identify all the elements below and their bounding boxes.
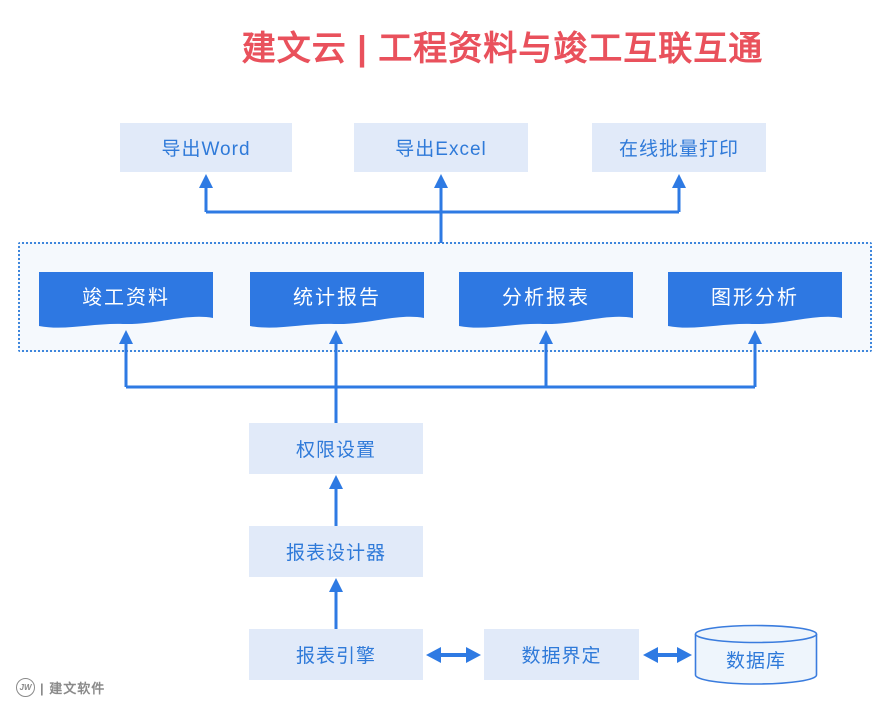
database-cylinder: 数据库	[694, 624, 818, 686]
banner-graphic-analysis: 图形分析	[668, 272, 842, 330]
completion-docs-label: 竣工资料	[82, 286, 170, 309]
graphic-analysis-label: 图形分析	[711, 286, 799, 309]
database-icon	[694, 624, 818, 685]
batch-print-label: 在线批量打印	[618, 139, 739, 160]
diagram-title: 建文云 | 工程资料与竣工互联互通	[241, 30, 764, 68]
node-report-designer: 报表设计器	[249, 526, 423, 577]
export-word-label: 导出Word	[161, 139, 251, 160]
brand-label: | 建文软件	[40, 680, 106, 696]
banner-analysis-report: 分析报表	[459, 272, 633, 330]
statistics-report-label: 统计报告	[293, 286, 381, 309]
report-designer-label: 报表设计器	[285, 543, 386, 564]
node-export-word: 导出Word	[120, 123, 292, 172]
flag-shape-icon	[459, 272, 633, 328]
database-label: 数据库	[725, 650, 786, 672]
node-permission-settings: 权限设置	[249, 423, 423, 474]
export-excel-label: 导出Excel	[395, 139, 487, 160]
report-engine-label: 报表引擎	[295, 646, 376, 667]
flag-shape-icon	[250, 272, 424, 328]
footer-brand: JW | 建文软件	[16, 677, 105, 697]
flag-shape-icon	[668, 272, 842, 328]
banner-statistics-report: 统计报告	[250, 272, 424, 330]
flag-shape-icon	[39, 272, 213, 328]
jw-monogram-icon: JW	[16, 677, 35, 697]
permission-settings-label: 权限设置	[295, 440, 376, 461]
data-scope-label: 数据界定	[521, 646, 602, 667]
node-data-scope: 数据界定	[484, 629, 639, 680]
analysis-report-label: 分析报表	[502, 286, 590, 309]
banner-completion-docs: 竣工资料	[39, 272, 213, 330]
node-batch-print: 在线批量打印	[592, 123, 766, 172]
node-report-engine: 报表引擎	[249, 629, 423, 680]
node-export-excel: 导出Excel	[354, 123, 528, 172]
